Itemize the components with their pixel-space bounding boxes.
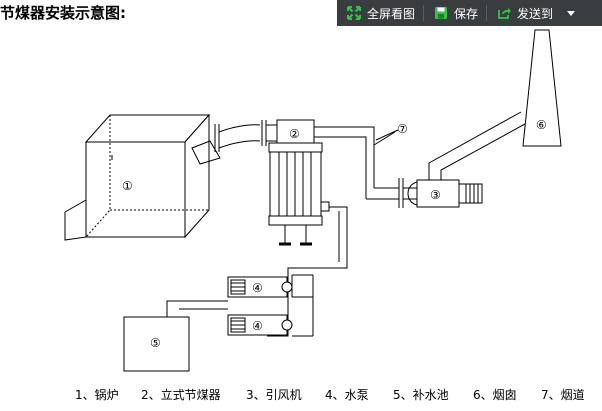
label-pool: ⑤ [150,336,161,350]
legend-item: 1、锅炉 [75,388,119,402]
send-to-label: 发送到 [517,6,554,21]
legend-item: 7、烟道 [541,388,585,402]
legend-item: 2、立式节煤器 [141,388,221,402]
toolbar-divider [423,5,425,21]
label-pump-lower: ④ [252,319,263,333]
label-boiler: ① [122,179,133,193]
label-chimney: ⑥ [536,118,547,132]
send-to-button[interactable]: 发送到 [487,0,583,26]
toolbar-divider [486,5,488,21]
label-fan: ③ [430,188,441,202]
boiler [64,113,211,241]
legend-item: 6、烟囱 [473,388,517,402]
flue-callout-line [375,129,399,141]
boiler-outlet-flue [191,120,277,165]
fullscreen-icon [347,6,361,20]
legend-item: 4、水泵 [325,388,369,402]
save-label: 保存 [454,6,479,21]
flue-duct [314,126,417,208]
legend-item: 3、引风机 [246,388,302,402]
water-pump-upper [227,276,293,298]
image-toolbar: 全屏看图 保存 发送到 [337,0,602,26]
share-icon [498,8,512,19]
makeup-water-pool [123,316,190,372]
chimney [522,29,562,147]
label-economizer: ② [289,127,300,141]
induced-draft-fan [407,111,526,208]
save-icon [435,7,448,19]
fullscreen-button[interactable]: 全屏看图 [337,0,423,26]
fullscreen-label: 全屏看图 [367,6,416,21]
vertical-economizer [268,119,347,246]
label-flue: ⑦ [397,122,408,136]
save-button[interactable]: 保存 [424,0,486,26]
water-pipes [166,206,348,337]
page-title: 节煤器安装示意图: [0,4,126,22]
legend-item: 5、补水池 [393,388,449,402]
chevron-down-icon [567,10,576,16]
label-pump-upper: ④ [252,281,263,295]
water-pump-lower [227,314,293,336]
